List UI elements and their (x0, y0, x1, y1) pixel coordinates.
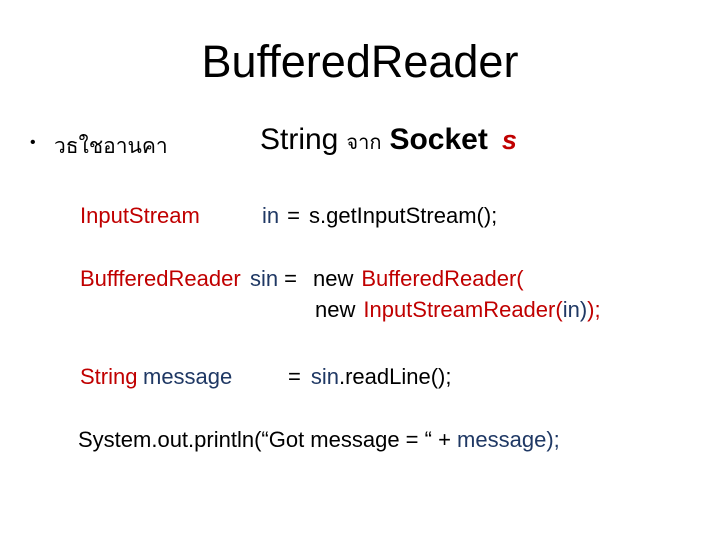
code-line3-object: sin (310, 364, 339, 389)
code-line2-constructor: BufferedReader( (361, 266, 524, 291)
code-line3-var: message (143, 364, 233, 389)
code-line2-type: BuffferedReader (80, 266, 241, 291)
code-line1-expr: s.getInputStream(); (308, 203, 498, 228)
code-line2-rest: sin= new BufferedReader( (250, 266, 524, 292)
bullet-marker: • (30, 134, 36, 151)
bullet-thai-label: วธใชอานคา (54, 135, 168, 158)
code-line4-prefix: System.out.println(“Got message = “ + (78, 427, 458, 452)
code-line4-suffix: ); (546, 427, 560, 452)
code-line2-new-keyword: new (312, 266, 354, 291)
code-line3-type: String (80, 364, 138, 389)
code-line4: System.out.println(“Got message = “ + me… (78, 427, 560, 453)
thai-from-word: จาก (346, 132, 382, 154)
code-line2-assign: = (284, 266, 297, 291)
code-line1-assign: = (287, 203, 300, 228)
code-line2-var: sin (250, 266, 279, 291)
code-line3-assign: = (288, 364, 301, 389)
code-line2b-close-semicolon: ); (587, 297, 601, 322)
code-line3-call: .readLine(); (338, 364, 452, 389)
code-line3-rest: = sin.readLine(); (288, 364, 452, 390)
code-line1-var: in (262, 203, 280, 228)
string-word: String (260, 123, 339, 156)
code-line1-rest: in = s.getInputStream(); (262, 203, 497, 229)
code-line2b-new-keyword: new (315, 297, 356, 322)
code-line2b-constructor: InputStreamReader( (363, 297, 563, 322)
code-line2-continuation: new InputStreamReader(in)); (315, 297, 601, 323)
code-line2b-close-paren: ) (579, 297, 588, 322)
code-line2b-arg: in (562, 297, 580, 322)
code-line4-var: message (457, 427, 547, 452)
socket-word: Socket (389, 123, 488, 156)
socket-variable: s (501, 125, 517, 155)
slide-title: BufferedReader (201, 36, 519, 87)
code-line1-type: InputStream (80, 203, 200, 228)
